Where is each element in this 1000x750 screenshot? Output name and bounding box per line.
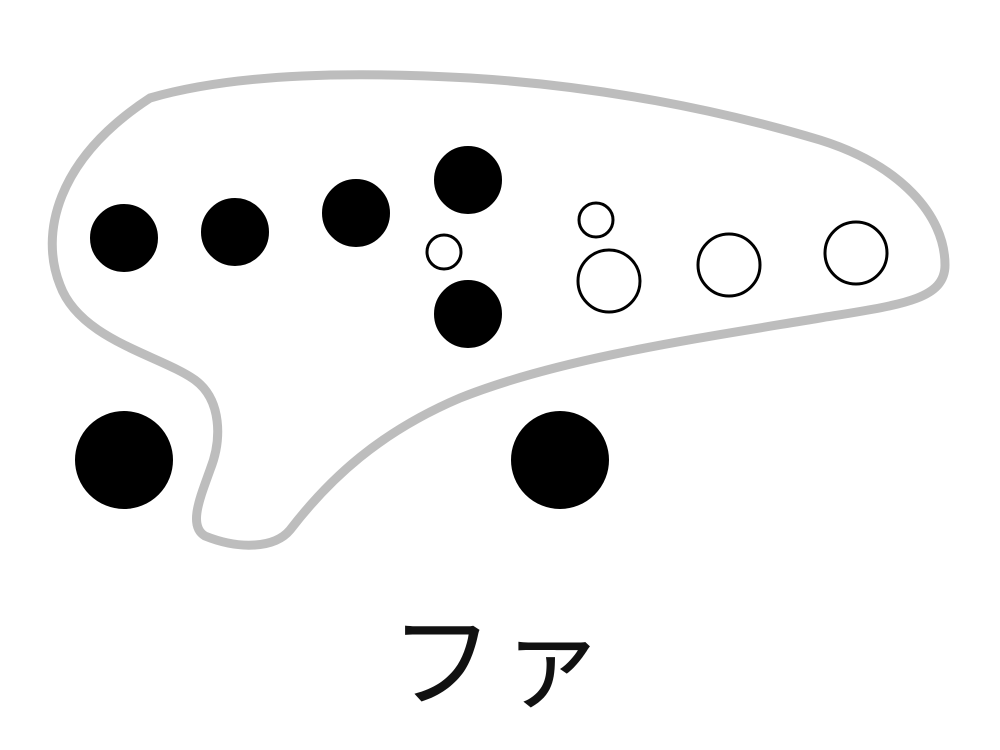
hole-left-hand-2-closed xyxy=(201,198,269,266)
hole-left-thumb-closed xyxy=(75,411,173,509)
note-label: ファ xyxy=(389,602,610,724)
hole-left-sub-hole-open xyxy=(425,233,463,271)
hole-right-sub-hole-open xyxy=(577,201,615,239)
hole-right-hand-lower-1-closed xyxy=(434,280,502,348)
hole-right-thumb-closed xyxy=(511,411,609,509)
hole-left-hand-4-closed xyxy=(434,146,502,214)
hole-right-hand-3-open xyxy=(823,220,889,286)
finger-holes xyxy=(75,146,889,509)
hole-left-hand-1-closed xyxy=(90,204,158,272)
hole-left-hand-3-closed xyxy=(322,179,390,247)
hole-right-hand-1-open xyxy=(576,248,642,314)
hole-right-hand-2-open xyxy=(696,232,762,298)
